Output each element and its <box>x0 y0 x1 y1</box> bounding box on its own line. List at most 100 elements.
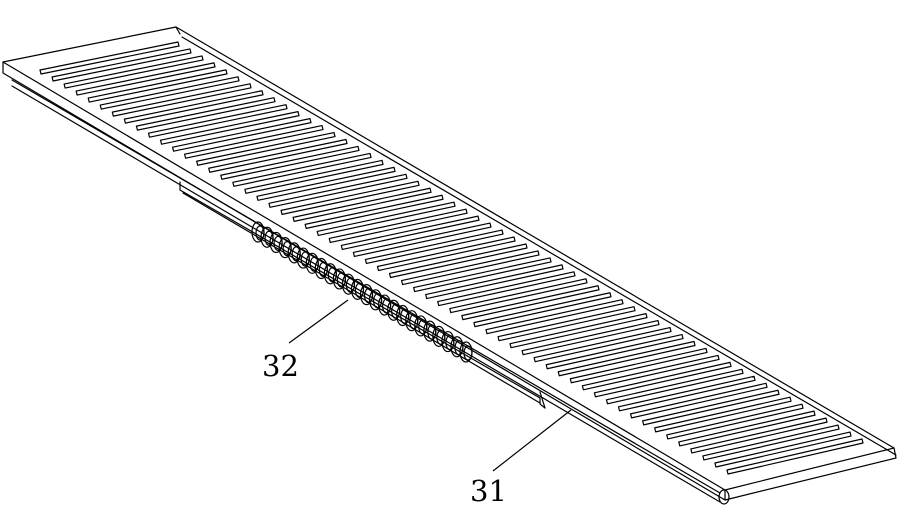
slot <box>617 375 756 412</box>
slot <box>485 299 624 335</box>
slot <box>461 285 600 321</box>
hinge-rod-bottom <box>11 85 721 503</box>
slot <box>75 62 216 96</box>
spring-coil-inner <box>309 256 319 272</box>
slot <box>642 389 780 426</box>
spring-coil-inner <box>264 230 274 246</box>
slot <box>557 340 696 377</box>
slot <box>726 438 864 475</box>
slot <box>268 173 408 208</box>
spring-coil-inner <box>372 293 383 309</box>
slot <box>449 278 588 314</box>
slot <box>702 424 840 461</box>
spring-coil-inner <box>400 308 410 325</box>
slot <box>605 368 744 405</box>
slot <box>437 271 576 307</box>
spring-coil-inner <box>363 288 374 304</box>
slot <box>39 41 180 75</box>
spring-coil-inner <box>454 340 464 356</box>
slot <box>316 201 456 237</box>
hinge-rod-top <box>11 79 721 494</box>
slotted-plate <box>2 26 897 501</box>
sleeve-lower-edge-2 <box>539 391 546 409</box>
slot <box>425 264 564 300</box>
spring-coil-inner <box>273 235 283 252</box>
spring-coil-inner <box>318 261 328 278</box>
slot <box>123 90 264 124</box>
slot <box>232 152 372 187</box>
slot <box>99 76 240 110</box>
plate-back-edge <box>175 26 181 35</box>
leader-lines <box>288 299 572 472</box>
spring-coil-inner <box>427 324 437 340</box>
slot <box>533 326 672 363</box>
slot <box>147 104 288 138</box>
slot <box>135 97 276 131</box>
slot <box>352 222 492 258</box>
slot <box>509 313 648 349</box>
sleeve-lower-edge <box>182 192 541 404</box>
spring-coil-inner <box>354 282 365 298</box>
torsion-spring <box>251 221 473 363</box>
slot <box>388 243 528 279</box>
slot <box>63 55 204 89</box>
ventilation-slots <box>39 41 864 475</box>
hinge-rod-end-cap <box>718 489 730 505</box>
slot <box>51 48 192 82</box>
slot <box>473 292 612 328</box>
part-label-31: 31 <box>470 474 507 508</box>
slot <box>292 187 432 222</box>
spring-coil-inner <box>282 241 292 257</box>
slot <box>159 111 300 145</box>
plate-end-edge <box>724 447 897 501</box>
spring-coil-inner <box>345 277 356 293</box>
slot <box>328 208 468 244</box>
spring-coil-inner <box>409 314 419 330</box>
slot <box>364 229 504 265</box>
part-label-32: 32 <box>262 349 299 383</box>
leader-line-31 <box>492 409 572 472</box>
plate-top-face <box>2 26 895 491</box>
slot <box>376 236 516 272</box>
hinge-assembly <box>11 79 730 505</box>
spring-coil-inner <box>255 225 265 241</box>
spring-coil-inner <box>418 319 428 335</box>
slot <box>304 194 444 229</box>
leader-line-32 <box>288 299 349 344</box>
plate-front-edge <box>2 61 726 501</box>
slot <box>280 180 420 215</box>
spring-coil-inner <box>336 272 346 288</box>
spring-coil-inner <box>445 334 455 351</box>
slot <box>400 250 540 286</box>
sleeve-outline <box>179 181 546 409</box>
slot <box>497 306 636 342</box>
slot <box>340 215 480 251</box>
slot <box>654 396 792 433</box>
slot <box>171 118 312 152</box>
slot <box>256 166 396 201</box>
spring-coil-inner <box>382 298 392 314</box>
plate-back-edge-lower <box>181 36 897 456</box>
slot <box>678 410 816 447</box>
slot <box>196 131 336 166</box>
spring-coil-inner <box>436 329 446 345</box>
spring-coil-inner <box>300 251 310 267</box>
slot <box>666 403 804 440</box>
slot <box>208 138 348 173</box>
slot <box>714 431 852 468</box>
slot <box>690 417 828 454</box>
slot <box>593 361 732 398</box>
spring-coil-inner <box>463 345 473 361</box>
slot <box>244 159 384 194</box>
spring-coil-inner <box>391 303 401 319</box>
slot <box>413 257 552 293</box>
slot <box>111 83 252 117</box>
spring-coil-inner <box>291 246 301 262</box>
slot <box>569 347 708 384</box>
slot <box>545 333 684 370</box>
spring-coil-inner <box>327 267 337 283</box>
slot <box>581 354 720 391</box>
slot <box>220 145 360 180</box>
slot <box>629 382 768 419</box>
